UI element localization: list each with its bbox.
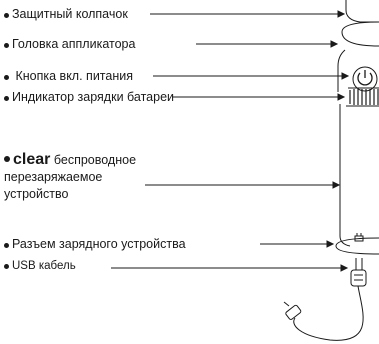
device-body: [339, 104, 351, 247]
usb-plug-body: [350, 269, 367, 287]
power-icon: [357, 72, 373, 86]
bullet-icon: [4, 96, 9, 101]
label-battery: Индикатор зарядки батареи: [4, 90, 174, 104]
label-device: clear беспроводное перезаряжаемое устрой…: [4, 151, 136, 203]
battery-ribs: [349, 89, 379, 105]
charger-base: [335, 237, 379, 255]
head-shape: [337, 49, 346, 92]
bullet-icon: [4, 13, 9, 18]
leader-lines: [111, 10, 350, 272]
battery-text: Индикатор зарядки батареи: [12, 90, 174, 104]
usb-text: USB кабель: [12, 260, 76, 272]
usb-plug: [355, 258, 363, 270]
cap-text: Защитный колпачок: [12, 7, 128, 21]
usb-cable: [293, 285, 364, 341]
charger-text: Разъем зарядного устройства: [12, 237, 186, 251]
device-brand-text: clear: [13, 151, 51, 168]
power-button-ring: [352, 66, 378, 92]
device-line2-text: перезаряжаемое: [4, 170, 103, 184]
cap-rim-lower: [341, 31, 379, 47]
label-charger: Разъем зарядного устройства: [4, 237, 186, 251]
head-text: Головка аппликатора: [12, 37, 136, 51]
bullet-icon: [4, 243, 9, 248]
device-line3-text: устройство: [4, 187, 69, 201]
charger-socket-icon: [354, 235, 364, 242]
cap-rim: [341, 21, 379, 33]
power-text: Кнопка вкл. питания: [15, 69, 133, 83]
label-head: Головка аппликатора: [4, 37, 135, 51]
bullet-icon: [4, 264, 9, 269]
bullet-icon: [4, 43, 9, 48]
bullet-icon: [4, 75, 9, 80]
label-usb: USB кабель: [4, 259, 76, 273]
device-line1-text: беспроводное: [50, 153, 137, 167]
battery-ring: [346, 87, 379, 107]
usb-end-connector: [285, 304, 302, 320]
cap-shape: [345, 0, 379, 23]
label-power: Кнопка вкл. питания: [4, 69, 133, 83]
label-cap: Защитный колпачок: [4, 7, 128, 21]
bullet-icon: [4, 156, 10, 162]
